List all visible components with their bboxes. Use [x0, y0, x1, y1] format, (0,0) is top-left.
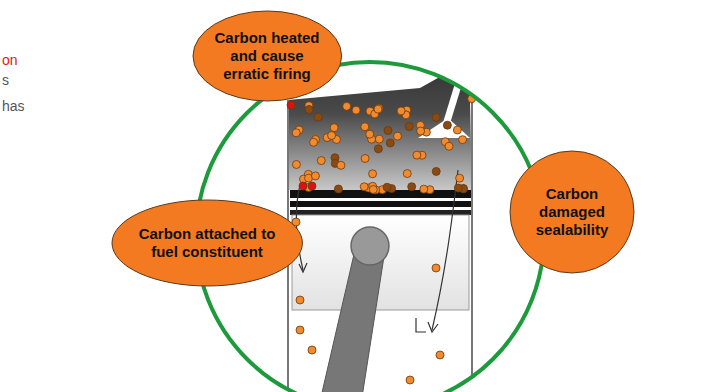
bubble-text: Carbon attached to fuel constituent — [137, 225, 277, 261]
speech-bubble: Carbon heated and cause erratic firing — [192, 10, 343, 102]
text-fragment: on — [2, 52, 18, 68]
speech-bubble: Carbon damaged sealability — [509, 150, 635, 274]
text-fragment: s — [2, 72, 9, 88]
bubble-text: Carbon heated and cause erratic firing — [207, 29, 327, 83]
speech-bubble: Carbon attached to fuel constituent — [111, 199, 303, 287]
bubble-text: Carbon damaged sealability — [522, 185, 622, 239]
text-fragment: has — [2, 98, 25, 114]
